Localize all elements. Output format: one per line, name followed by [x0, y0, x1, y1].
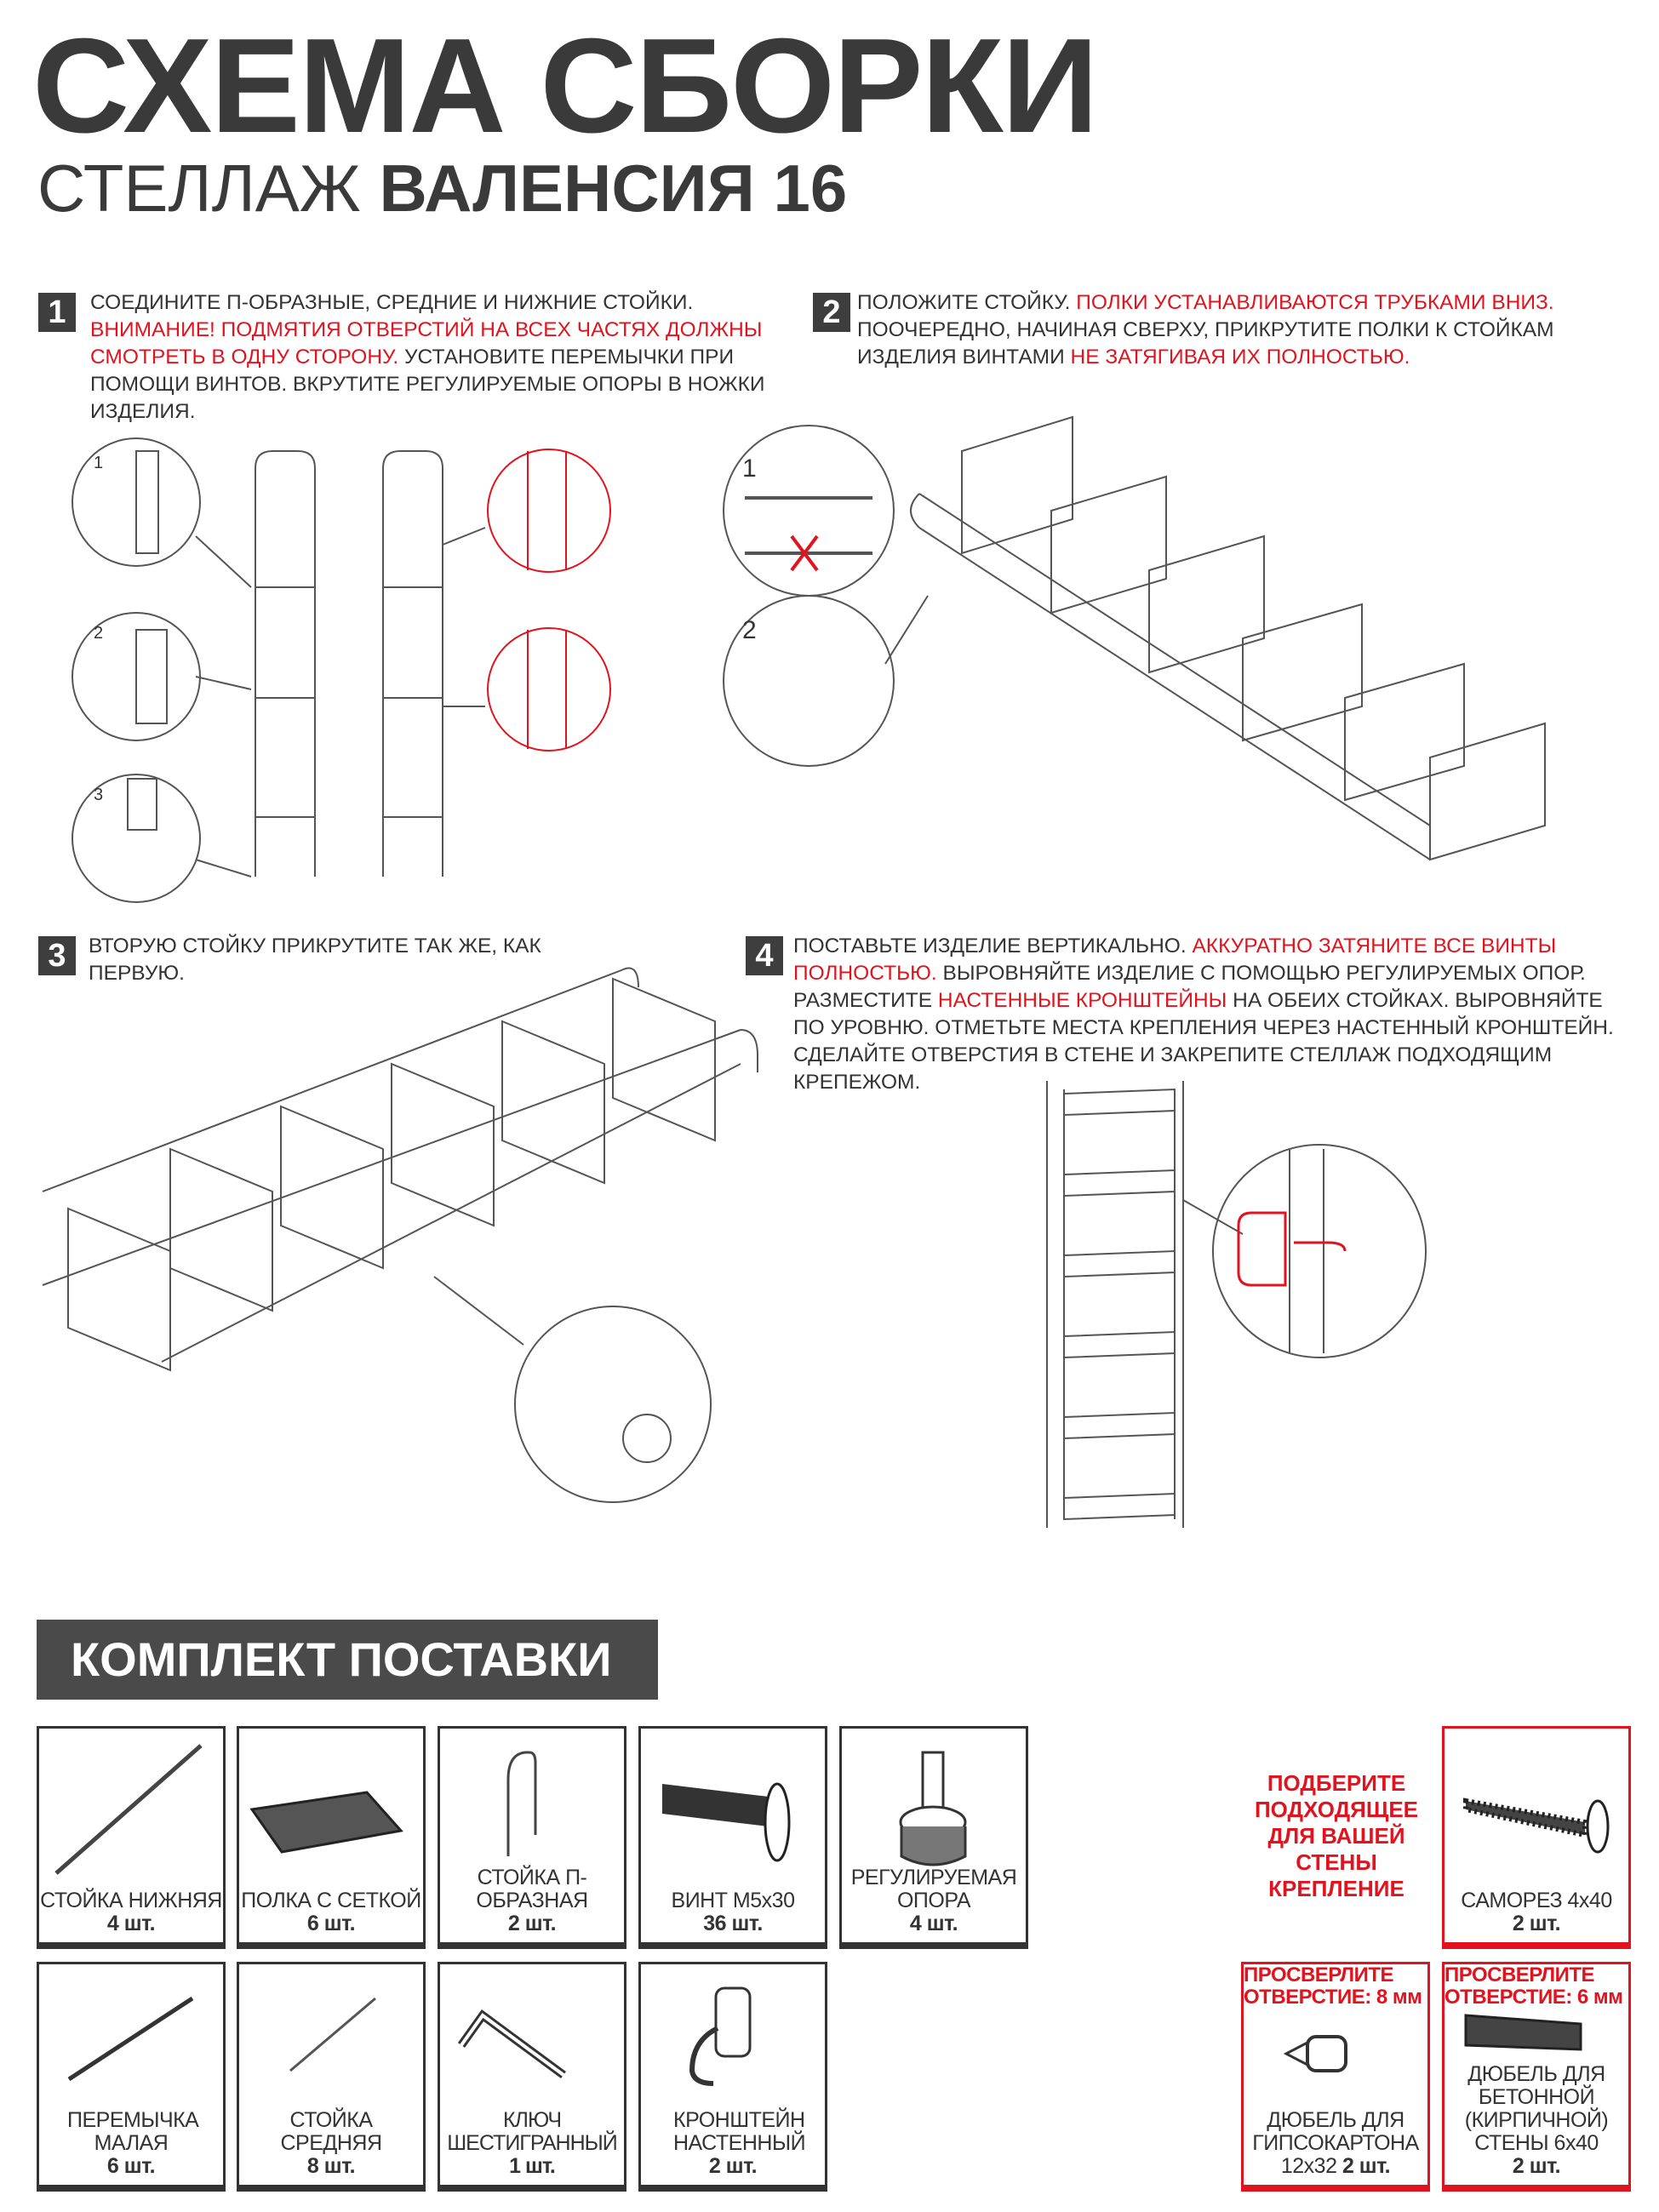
item-qty: 36 шт.	[703, 1912, 763, 1935]
screw-icon	[662, 1782, 791, 1862]
step-3-text: ВТОРУЮ СТОЙКУ ПРИКРУТИТЕ ТАК ЖЕ, КАК ПЕР…	[89, 933, 548, 987]
fastener-advice: ПОДБЕРИТЕ ПОДХОДЯЩЕЕ ДЛЯ ВАШЕЙ СТЕНЫ КРЕ…	[1254, 1770, 1419, 1901]
step-2-badge: 2	[813, 293, 850, 332]
item-qty: 2 шт.	[507, 1912, 557, 1935]
step-1-badge: 1	[38, 293, 76, 332]
wall-bracket-icon	[689, 1986, 752, 2086]
step-4-text: ПОСТАВЬТЕ ИЗДЕЛИЕ ВЕРТИКАЛЬНО. АККУРАТНО…	[793, 933, 1636, 1096]
step-2-illustration: 1 2	[723, 415, 1546, 861]
subtitle-prefix: СТЕЛЛАЖ	[37, 151, 361, 226]
step-4-illustration	[1046, 1081, 1427, 1528]
self-tapping-screw-icon	[1463, 1798, 1610, 1854]
item-name: ПЕРЕМЫЧКА МАЛАЯ	[67, 2108, 199, 2155]
step-3-illustration	[42, 967, 758, 1503]
step-text-part: ПООЧЕРЕДНО, НАЧИНАЯ СВЕРХУ, ПРИКРУТИТЕ П…	[857, 318, 1554, 369]
item-qty: 2 шт.	[1342, 2154, 1391, 2178]
item-name: ВИНТ М5х30	[671, 1889, 795, 1912]
item-qty: 1 шт.	[509, 2154, 556, 2178]
step-warning: ВНИМАНИЕ! ПОДМЯТИЯ ОТВЕРСТИЙ НА ВСЕХ ЧАС…	[90, 318, 763, 369]
step-warning: НАСТЕННЫЕ КРОНШТЕЙНЫ	[937, 989, 1227, 1012]
step-text-part: ВЫРОВНЯЙТЕ ИЗДЕЛИЕ С ПОМОЩЬЮ РЕГУЛИРУЕМЫ…	[793, 962, 1586, 1012]
callout-number: 2	[94, 624, 103, 643]
product-name: ВАЛЕНСИЯ 16	[379, 151, 848, 226]
step-2-text: ПОЛОЖИТЕ СТОЙКУ. ПОЛКИ УСТАНАВЛИВАЮТСЯ Т…	[857, 289, 1623, 371]
drill-size-note: ПРОСВЕРЛИТЕ ОТВЕРСТИЕ: 8 мм	[1244, 1963, 1422, 2009]
step-text-part: ПОЛОЖИТЕ СТОЙКУ.	[857, 291, 1077, 314]
u-post-icon	[506, 1751, 537, 1856]
step-text-part: УСТАНОВИТЕ ПЕРЕМЫЧКИ ПРИ ПОМОЩИ ВИНТОВ. …	[90, 346, 765, 423]
callout-number: 1	[94, 454, 103, 472]
item-qty: 4 шт.	[106, 1912, 156, 1935]
step-3-badge: 3	[38, 936, 76, 975]
drill-size-note: ПРОСВЕРЛИТЕ ОТВЕРСТИЕ: 6 мм	[1444, 1963, 1623, 2009]
step-4-badge: 4	[746, 936, 783, 975]
item-qty: 2 шт.	[1512, 2154, 1561, 2178]
item-qty: 2 шт.	[708, 2154, 758, 2178]
bottom-post-icon	[54, 1744, 203, 1875]
item-name: СТОЙКА СРЕДНЯЯ	[280, 2108, 383, 2155]
detail-circle-3	[72, 774, 201, 903]
page-subtitle: СТЕЛЛАЖ ВАЛЕНСИЯ 16	[37, 155, 847, 221]
step-warning: ПОЛКИ УСТАНАВЛИВАЮТСЯ ТРУБКАМИ ВНИЗ.	[1076, 291, 1554, 314]
item-name: СТОЙКА НИЖНЯЯ	[40, 1889, 222, 1912]
callout-number: 3	[94, 786, 103, 804]
detail-circle-2	[72, 612, 201, 741]
step-warning: АККУРАТНО ЗАТЯНИТЕ ВСЕ ВИНТЫ ПОЛНОСТЬЮ.	[793, 935, 1557, 985]
crossbar-icon	[67, 1996, 194, 2082]
step-text-part: НА ОБЕИХ СТОЙКАХ. ВЫРОВНЯЙТЕ ПО УРОВНЮ. …	[793, 989, 1614, 1094]
page-title: СХЕМА СБОРКИ	[32, 11, 1098, 161]
item-qty: 6 шт.	[306, 1912, 356, 1935]
callout-number: 2	[742, 616, 757, 644]
item-name: САМОРЕЗ 4х40	[1461, 1889, 1612, 1912]
item-qty: 2 шт.	[1512, 1912, 1561, 1935]
item-qty: 4 шт.	[909, 1912, 958, 1935]
item-qty: 8 шт.	[306, 2154, 356, 2178]
kit-fastener: ПРОСВЕРЛИТЕ ОТВЕРСТИЕ: 8 мм ДЮБЕЛЬ ДЛЯ Г…	[1241, 1962, 1430, 2192]
item-name: ДЮБЕЛЬ ДЛЯ БЕТОННОЙ (КИРПИЧНОЙ) СТЕНЫ 6х…	[1464, 2062, 1609, 2155]
kit-header: КОМПЛЕКТ ПОСТАВКИ	[37, 1620, 658, 1700]
adjustable-foot-icon	[899, 1751, 967, 1866]
item-name: ДЮБЕЛЬ ДЛЯ ГИПСОКАРТОНА 12х32	[1252, 2108, 1419, 2178]
step-1-text: СОЕДИНИТЕ П-ОБРАЗНЫЕ, СРЕДНИЕ И НИЖНИЕ С…	[90, 289, 797, 426]
step-text-part: ПОСТАВЬТЕ ИЗДЕЛИЕ ВЕРТИКАЛЬНО.	[793, 935, 1193, 957]
concrete-anchor-icon	[1464, 2014, 1582, 2051]
step-text-part: СОЕДИНИТЕ П-ОБРАЗНЫЕ, СРЕДНИЕ И НИЖНИЕ С…	[90, 291, 694, 314]
item-name: ПОЛКА С СЕТКОЙ	[241, 1889, 421, 1912]
callout-number: 1	[742, 454, 757, 483]
step-text-part: ВТОРУЮ СТОЙКУ ПРИКРУТИТЕ ТАК ЖЕ, КАК ПЕР…	[89, 935, 541, 985]
shelves	[961, 415, 1546, 861]
item-name: РЕГУЛИРУЕМАЯ ОПОРА	[850, 1866, 1017, 1912]
item-qty: 6 шт.	[106, 2154, 156, 2178]
hex-key-icon	[457, 2009, 566, 2079]
step-1-illustration: 1 2 3	[72, 437, 611, 903]
middle-post-icon	[289, 1997, 376, 2072]
drywall-anchor-icon	[1283, 2035, 1347, 2072]
item-name: КРОНШТЕЙН НАСТЕННЫЙ	[673, 2108, 806, 2155]
item-name: КЛЮЧ ШЕСТИГРАННЫЙ	[447, 2108, 617, 2155]
detail-circle-1	[72, 437, 201, 567]
kit-fastener: ПРОСВЕРЛИТЕ ОТВЕРСТИЕ: 6 мм ДЮБЕЛЬ ДЛЯ Б…	[1442, 1962, 1631, 2192]
step-warning: НЕ ЗАТЯГИВАЯ ИХ ПОЛНОСТЬЮ.	[1070, 346, 1410, 369]
mesh-shelf-icon	[249, 1791, 403, 1854]
item-name: СТОЙКА П-ОБРАЗНАЯ	[476, 1866, 588, 1912]
